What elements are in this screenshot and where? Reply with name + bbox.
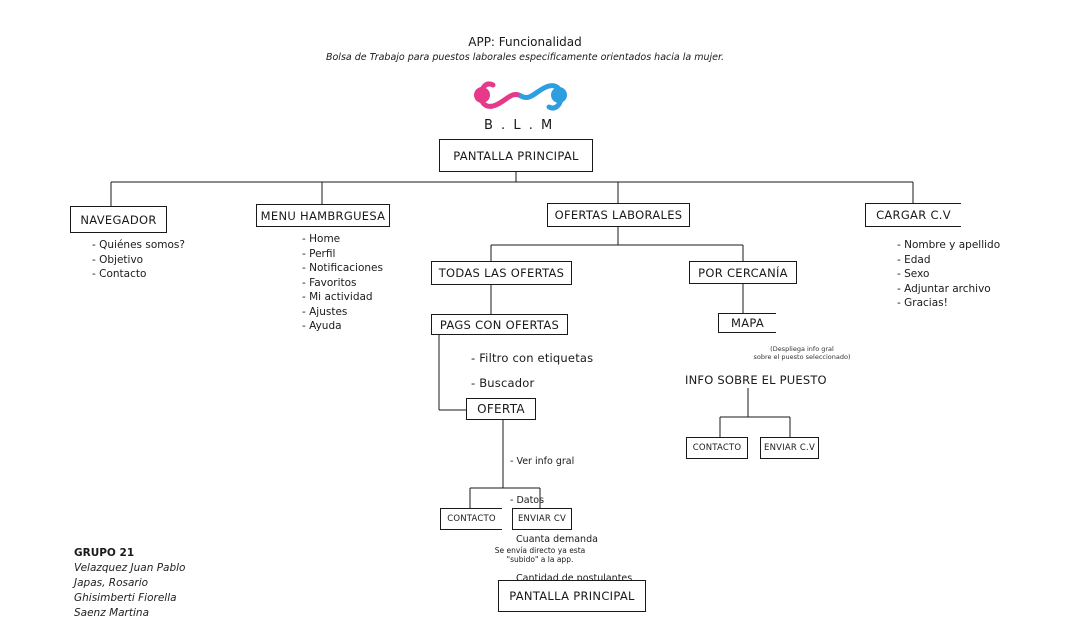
list-item: - Edad <box>897 253 931 266</box>
node-todas-las-ofertas: TODAS LAS OFERTAS <box>431 261 572 285</box>
list-item: - Notificaciones <box>302 262 383 274</box>
list-item: - Nombre y apellido <box>897 239 1001 251</box>
group-member: Velazquez Juan Pablo <box>74 562 186 574</box>
list-item: - Ver info gral <box>510 456 575 467</box>
list-item: - Quiénes somos? <box>92 239 185 251</box>
list-item: - Objetivo <box>92 253 144 266</box>
node-pantalla-principal: PANTALLA PRINCIPAL <box>439 139 593 172</box>
page-title: APP: Funcionalidad <box>468 35 582 49</box>
group-member: Japas, Rosario <box>74 577 149 589</box>
list-item: - Datos <box>510 495 545 506</box>
group-member: Saenz Martina <box>74 607 149 619</box>
node-info-sobre-el-puesto: INFO SOBRE EL PUESTO <box>685 373 827 387</box>
node-contacto-oferta: CONTACTO <box>440 508 502 530</box>
list-oferta: - Ver info gral - Datos Cuanta demanda C… <box>510 429 632 611</box>
node-navegador: NAVEGADOR <box>70 206 167 233</box>
page-subtitle: Bolsa de Trabajo para puestos laborales … <box>325 52 725 63</box>
node-pantalla-principal-final: PANTALLA PRINCIPAL <box>498 580 646 612</box>
list-item: - Adjuntar archivo <box>897 282 991 295</box>
node-ofertas-laborales: OFERTAS LABORALES <box>547 203 690 227</box>
node-enviar-cv-oferta: ENVIAR CV <box>512 508 572 530</box>
list-item: - Mi actividad <box>302 291 373 303</box>
list-item: Cuanta demanda <box>510 534 598 545</box>
filter-etiquetas: - Filtro con etiquetas <box>471 351 594 365</box>
blm-logo-icon <box>474 81 567 111</box>
node-oferta: OFERTA <box>466 398 536 420</box>
node-mapa: MAPA <box>718 313 776 333</box>
list-item: - Perfil <box>302 247 336 260</box>
list-item: Cantidad de postulantes <box>510 573 633 584</box>
node-pags-con-ofertas: PAGS CON OFERTAS <box>431 314 568 335</box>
list-cargar-cv: - Nombre y apellido - Edad - Sexo - Adju… <box>897 238 1000 311</box>
list-item: - Favoritos <box>302 276 357 289</box>
group-title: GRUPO 21 <box>74 547 135 559</box>
group-credits: GRUPO 21 Velazquez Juan Pablo Japas, Ros… <box>74 546 185 621</box>
list-item: - Sexo <box>897 268 930 280</box>
node-menu-hamburguesa: MENU HAMBRGUESA <box>256 204 390 227</box>
logo-text: B . L . M <box>484 118 555 133</box>
list-item: - Home <box>302 233 341 245</box>
node-enviar-cv-cercania: ENVIAR C.V <box>760 437 819 459</box>
list-menu: - Home - Perfil - Notificaciones - Favor… <box>302 232 383 334</box>
node-por-cercania: POR CERCANÍA <box>689 261 797 284</box>
list-item: - Contacto <box>92 268 147 280</box>
note-envio: Se envía directo ya esta "subido" a la a… <box>494 546 586 564</box>
list-item: - Ajustes <box>302 305 348 318</box>
list-item: - Gracias! <box>897 297 948 309</box>
node-cargar-cv: CARGAR C.V <box>865 203 961 227</box>
node-contacto-cercania: CONTACTO <box>686 437 748 459</box>
note-mapa: (Despliega info gral sobre el puesto sel… <box>753 345 851 361</box>
group-member: Ghisimberti Fiorella <box>74 592 177 604</box>
filter-buscador: - Buscador <box>471 376 535 390</box>
list-item: - Ayuda <box>302 320 342 332</box>
list-navegador: - Quiénes somos? - Objetivo - Contacto <box>92 238 185 282</box>
